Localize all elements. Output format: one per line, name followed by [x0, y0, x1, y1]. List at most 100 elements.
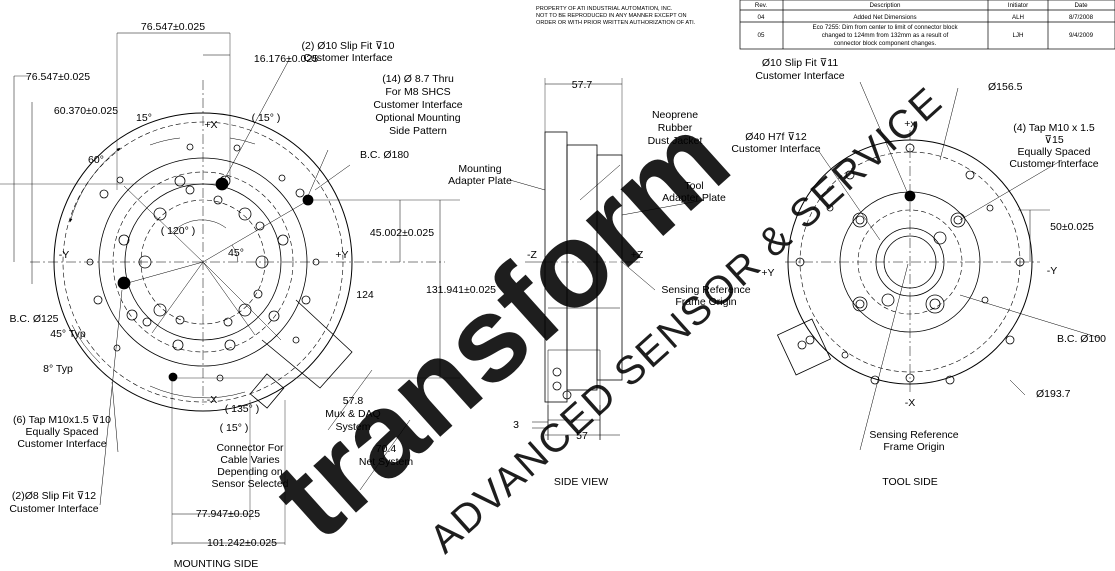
- axis-plus-y: +Y: [335, 249, 348, 261]
- row2-desc-1: Eco 7255: Dim from center to limit of co…: [812, 24, 958, 31]
- note-slip8-1: (2)Ø8 Slip Fit ⊽12: [12, 490, 96, 502]
- description-header: Description: [870, 2, 902, 9]
- note-tap6-2: Equally Spaced: [26, 426, 99, 438]
- dim-3: 3: [513, 419, 519, 431]
- revision-table: [739, 0, 1115, 50]
- rev-header: Rev.: [755, 2, 768, 9]
- angle-120: ( 120° ): [161, 225, 196, 237]
- tool-axis-minus-y: -Y: [1047, 265, 1058, 277]
- label-tool-adapter-1: Tool: [684, 180, 703, 192]
- note-connector-1: Connector For: [216, 442, 284, 454]
- tool-axis-minus-x: -X: [905, 397, 916, 409]
- note-connector-2: Cable Varies: [220, 454, 279, 466]
- label-tool-adapter-2: Adapter Plate: [662, 192, 726, 204]
- tool-bc100: B.C. Ø100: [1057, 333, 1106, 345]
- angle-15-left: 15°: [136, 112, 152, 124]
- tool-d156-5: Ø156.5: [988, 81, 1023, 93]
- axis-minus-z: -Z: [527, 249, 537, 261]
- dim-101242: 101.242±0.025: [207, 537, 277, 549]
- note-tap6-3: Customer Interface: [17, 438, 106, 450]
- note-slip10-1: (2) Ø10 Slip Fit ⊽10: [302, 40, 395, 52]
- watermark: transform ADVANCED SENSOR & SERVICE: [248, 79, 952, 565]
- side-view-geometry: [509, 78, 705, 440]
- dim-70-4: 70.4: [376, 443, 397, 455]
- note-bc180: B.C. Ø180: [360, 149, 409, 161]
- tool-h7f-1: Ø40 H7f ⊽12: [745, 131, 807, 143]
- tool-tap4-2: ⊽15: [1044, 134, 1064, 146]
- tool-tap4-3: Equally Spaced: [1018, 146, 1091, 158]
- angle-45: 45°: [228, 247, 244, 259]
- dim-77947: 77.947±0.025: [196, 508, 260, 520]
- label-neoprene-3: Dust Jacket: [648, 135, 703, 147]
- note-thru14-4: Optional Mounting: [375, 112, 460, 124]
- initiator-header: Initiator: [1008, 2, 1028, 9]
- axis-plus-z: +Z: [631, 249, 644, 261]
- dim-131941: 131.941±0.025: [426, 284, 496, 296]
- typ-8: 8° Typ: [43, 363, 73, 375]
- note-mux-1: Mux & DAQ: [325, 408, 380, 420]
- tool-sensing-2: Frame Origin: [883, 441, 944, 453]
- dim-57: 57: [576, 430, 588, 442]
- typ-45: 45° Typ: [50, 328, 86, 340]
- tool-sensing-1: Sensing Reference: [869, 429, 958, 441]
- label-neoprene-1: Neoprene: [652, 109, 698, 121]
- dim-60370: 60.370±0.025: [54, 105, 118, 117]
- note-net: Net System: [359, 456, 414, 468]
- mounting-side-labels: 76.547±0.025 16.176±0.025 76.547±0.025 6…: [9, 21, 496, 570]
- angle-15-bottom: ( 15° ): [220, 422, 249, 434]
- angle-135: ( 135° ): [225, 403, 260, 415]
- revision-table-text: Rev. Description Initiator Date 04 Added…: [755, 2, 1094, 47]
- row2-date: 9/4/2009: [1069, 32, 1094, 39]
- row1-init: ALH: [1012, 14, 1024, 21]
- angle-15-right: ( 15° ): [252, 112, 281, 124]
- tool-axis-plus-x: +x: [904, 118, 916, 130]
- note-thru14-3: Customer Interface: [373, 99, 462, 111]
- label-sensing-2: Frame Origin: [675, 296, 736, 308]
- property-line-2: NOT TO BE REPRODUCED IN ANY MANNER EXCEP…: [536, 13, 687, 19]
- note-thru14-2: For M8 SHCS: [385, 86, 450, 98]
- row1-desc: Added Net Dimensions: [853, 14, 916, 21]
- note-thru14-1: (14) Ø 8.7 Thru: [382, 73, 454, 85]
- tool-d50025: 50±0.025: [1050, 221, 1094, 233]
- row1-date: 8/7/2008: [1069, 14, 1094, 21]
- label-mounting-adapter-1: Mounting: [458, 163, 501, 175]
- property-notice: PROPERTY OF ATI INDUSTRIAL AUTOMATION, I…: [536, 6, 696, 26]
- note-slip10-2: Customer Interface: [303, 52, 392, 64]
- tool-h7f-2: Customer Interface: [731, 143, 820, 155]
- tool-side-geometry: [776, 81, 1101, 451]
- note-connector-4: Sensor Selected: [211, 478, 288, 490]
- dim-57-7: 57.7: [572, 79, 593, 91]
- row2-init: LJH: [1012, 32, 1023, 39]
- mounting-side-geometry: [0, 32, 460, 545]
- dim-45002: 45.002±0.025: [370, 227, 434, 239]
- label-sensing-1: Sensing Reference: [661, 284, 750, 296]
- side-view-labels: 57.7 57 3 Neoprene Rubber Dust Jacket Mo…: [448, 79, 751, 488]
- row2-desc-2: changed to 124mm from 132mm as a result …: [822, 32, 949, 39]
- bc-125: B.C. Ø125: [9, 313, 58, 325]
- row2-desc-3: connector block component changes.: [834, 40, 937, 47]
- label-neoprene-2: Rubber: [658, 122, 693, 134]
- tool-axis-plus-y: +Y: [761, 267, 774, 279]
- tool-d193-7: Ø193.7: [1036, 388, 1071, 400]
- note-thru14-5: Side Pattern: [389, 125, 447, 137]
- dim-76547-top: 76.547±0.025: [141, 21, 205, 33]
- dim-76547-left: 76.547±0.025: [26, 71, 90, 83]
- side-view-title: SIDE VIEW: [554, 476, 608, 488]
- row1-rev: 04: [758, 14, 765, 21]
- tool-slip10-2: Customer Interface: [755, 70, 844, 82]
- tool-tap4-1: (4) Tap M10 x 1.5: [1013, 122, 1095, 134]
- dim-16176: 16.176±0.025: [254, 53, 318, 65]
- row2-rev: 05: [758, 32, 765, 39]
- axis-minus-x: -X: [207, 394, 218, 406]
- note-mux-2: System: [335, 421, 370, 433]
- note-slip8-2: Customer Interface: [9, 503, 98, 515]
- tool-slip10-1: Ø10 Slip Fit ⊽11: [762, 57, 839, 69]
- note-tap6-1: (6) Tap M10x1.5 ⊽10: [13, 414, 111, 426]
- axis-plus-x: +X: [204, 119, 217, 131]
- axis-minus-y: -Y: [59, 249, 70, 261]
- property-line-1: PROPERTY OF ATI INDUSTRIAL AUTOMATION, I…: [536, 6, 673, 12]
- tool-side-labels: Ø10 Slip Fit ⊽11 Customer Interface Ø156…: [731, 57, 1106, 488]
- dim-57-8: 57.8: [343, 395, 364, 407]
- mounting-side-title: MOUNTING SIDE: [174, 558, 259, 570]
